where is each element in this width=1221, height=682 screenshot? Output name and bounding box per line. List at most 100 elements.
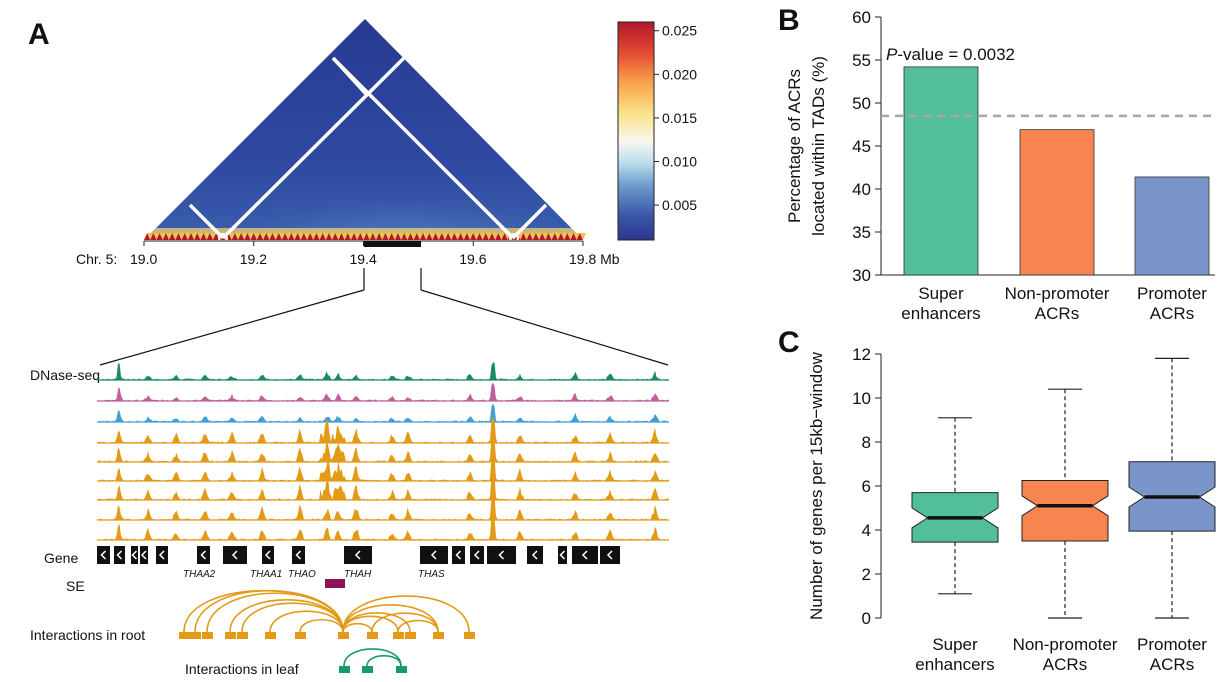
diagonal-tooth-light [260,233,267,240]
diagonal-tooth-light [291,233,298,240]
diagonal-tooth-light [329,233,336,240]
root-arc [371,612,439,633]
gene-name-thah: THAH [344,569,372,580]
colorbar-tick-label: 0.005 [662,197,697,213]
c-y-tick-label: 6 [862,477,871,496]
diagonal-tooth-light [473,233,480,240]
diagonal-tooth-light [535,233,543,240]
diagonal-tooth-light [272,233,279,240]
diagonal-tooth-light [178,233,185,240]
diagonal-tooth [476,233,483,240]
diagonal-tooth-light [335,233,342,240]
diagonal-tooth-light [579,233,587,240]
diagonal-tooth [557,233,565,240]
gene-strand-arrow [354,550,361,560]
interactions-leaf-label: Interactions in leaf [185,661,299,677]
diagonal-tooth-light [498,233,505,240]
diagonal-tooth [457,233,464,240]
diagonal-tooth-light [460,233,467,240]
root-arc [299,619,344,633]
diagonal-tooth [256,233,264,240]
diagonal-tooth [419,233,427,240]
leaf-arc [366,655,402,667]
leaf-arc [343,648,402,667]
diagonal-tooth [363,233,370,240]
diagonal-tooth [501,233,508,240]
root-anchor [202,632,213,639]
diagonal-tooth [263,233,270,240]
b-x-tick-label: enhancers [901,304,980,323]
diagonal-tooth [200,233,207,240]
b-bar [903,66,979,276]
panel-label-c: C [778,326,800,359]
diagonal-tooth [432,233,439,240]
root-arc [342,622,373,633]
diagonal-tooth-light [567,233,574,240]
diagonal-tooth [150,233,157,240]
diagonal-tooth-light [372,233,380,240]
gene-block [452,546,465,564]
diagonal-tooth-light [347,233,355,240]
panel-label-b: B [778,4,800,37]
gene-strand-arrow [606,550,613,560]
diagonal-tooth-light [548,233,555,240]
b-y-tick-label: 35 [852,223,871,242]
gene-track [97,546,620,564]
root-anchor [338,632,349,639]
diagonal-tooth [388,233,395,240]
diagonal-tooth [212,233,220,240]
diagonal-tooth-light [310,233,317,240]
b-y-tick-label: 40 [852,180,871,199]
dnase-track-signal [97,490,669,520]
c-y-axis-label: Number of genes per 15kb−window [807,351,826,620]
diagonal-tooth-light [341,233,348,240]
diagonal-tooth-light [529,233,536,240]
root-arc [397,619,439,633]
b-y-axis-label: located within TADs (%) [809,56,828,236]
dnase-track-signal [97,417,669,443]
diagonal-tooth [307,233,314,240]
colorbar-rect [617,21,655,241]
c-y-tick-label: 12 [852,345,871,364]
gene-block [487,546,516,564]
gene-block [197,546,210,564]
diagonal-tooth-light [354,233,361,240]
diagonal-tooth-light [423,233,430,240]
colorbar-tick-label: 0.010 [662,154,697,170]
diagonal-tooth-light [278,233,286,240]
tad-anchor-left [218,233,228,243]
diagonal-tooth-light [573,233,580,240]
genomic-tick-label: 19.4 [350,251,377,267]
diagonal-tooth-light [203,233,210,240]
root-anchor [367,632,378,639]
root-arc [342,612,411,633]
diagonal-tooth [401,233,408,240]
leaf-interactions [339,648,407,673]
diagonal-tooth [482,233,489,240]
b-x-tick-label: Promoter [1137,284,1207,303]
root-anchor [433,632,444,639]
diagonal-tooth [162,233,170,240]
panel-label-a: A [28,18,50,51]
diagonal-tooth-light [316,233,323,240]
diagonal-tooth-light [147,233,154,240]
diagonal-tooth-light [492,233,499,240]
root-anchor [265,632,276,639]
diagonal-tooth-light [172,233,179,240]
diagonal-tooth [175,233,182,240]
diagonal-tooth-light [441,233,449,240]
gene-names: THAA2 THAA1 THAO THAH THAS [183,569,445,580]
root-arc [342,604,439,633]
zoom-line-left-2 [99,289,365,366]
diagonal-tooth [275,233,282,240]
c-x-tick-label: Super [932,635,978,654]
diagonal-tooth-light [561,233,568,240]
diagonal-tooth-light [485,233,493,240]
gene-strand-arrow [531,550,538,560]
interactions-root-label: Interactions in root [30,627,145,643]
diagonal-tooth-light [435,233,442,240]
root-anchor [190,632,201,639]
